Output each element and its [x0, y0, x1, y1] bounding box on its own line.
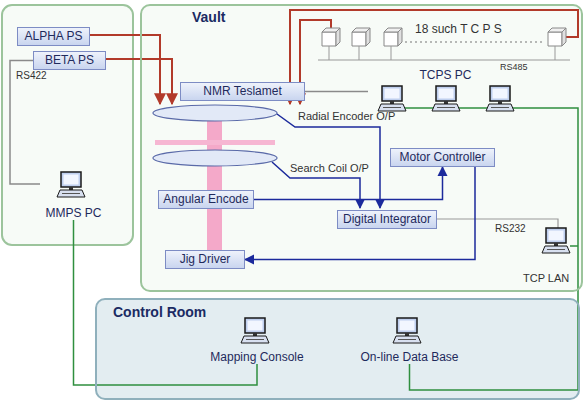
- encoder-box: Angular Encode: [158, 190, 254, 209]
- node-label: Jig Driver: [180, 252, 231, 266]
- power-cables: [90, 10, 578, 104]
- screen: [400, 321, 415, 331]
- region-title: Control Room: [113, 304, 206, 321]
- computer-icon: [378, 86, 406, 111]
- keyboard: [486, 104, 514, 111]
- computer-node: Mapping Console: [205, 316, 309, 364]
- connector: [245, 167, 475, 260]
- integrator-box: Digital Integrator: [337, 210, 437, 229]
- cube-face: [322, 32, 336, 46]
- signal-label: TCP LAN: [523, 272, 569, 285]
- lan-stub: [570, 245, 578, 247]
- vault-region: VaultNMR Teslamet TCPS PC Motor Controller…: [140, 4, 583, 292]
- node-label: Mapping Console: [210, 350, 303, 364]
- keys: [437, 107, 455, 108]
- rs485-bus: [318, 59, 570, 60]
- keyboard: [241, 336, 269, 343]
- node-label: Motor Controller: [399, 150, 485, 164]
- magnet-flange: [155, 140, 275, 145]
- computer-node: MMPS PC: [40, 170, 107, 220]
- bus-drop: [359, 46, 360, 60]
- driver-box: Jig Driver: [165, 250, 245, 269]
- screen: [385, 89, 400, 99]
- keys: [62, 193, 80, 194]
- cube-face: [384, 32, 398, 46]
- magnet-disc: [153, 105, 277, 121]
- computers: [542, 228, 570, 253]
- signal-label: 18 such T C P S: [415, 22, 502, 36]
- node-label: MMPS PC: [45, 206, 101, 220]
- cube-face: [548, 32, 562, 46]
- control-room-ground: [96, 299, 579, 399]
- power-supply-box: BETA PS: [33, 51, 106, 70]
- keyboard: [57, 190, 85, 197]
- node-label: Digital Integrator: [343, 212, 431, 226]
- node-label: NMR Teslamet: [203, 84, 281, 98]
- keys: [547, 249, 565, 250]
- keyboard: [378, 104, 406, 111]
- computer-node: TCPS PC: [368, 68, 523, 116]
- cube-side: [562, 28, 566, 46]
- continuation-dots: [405, 41, 545, 42]
- cube-side: [398, 28, 402, 46]
- screen: [64, 175, 79, 185]
- monitor: [397, 318, 417, 333]
- cube-side: [366, 28, 370, 46]
- instrument-box: NMR Teslamet: [180, 82, 305, 101]
- monitor: [490, 86, 510, 101]
- node-label: On-line Data Base: [360, 350, 458, 364]
- monitor: [245, 318, 265, 333]
- node-label: TCPS PC: [419, 68, 471, 82]
- power-supply-box: ALPHA PS: [17, 27, 90, 46]
- power-cable: [290, 10, 578, 104]
- bus-drop: [555, 46, 556, 60]
- signal-line: [277, 114, 380, 208]
- magnet-pole: [207, 120, 222, 252]
- signal-label: RS485: [500, 62, 528, 73]
- keys: [246, 339, 264, 340]
- keyboard: [432, 104, 460, 111]
- controller-box: Motor Controller: [390, 148, 495, 167]
- keys: [383, 107, 401, 108]
- cube-side: [336, 28, 340, 46]
- monitor: [61, 172, 81, 187]
- screen: [439, 89, 454, 99]
- screen: [549, 231, 564, 241]
- signal-label: RS232: [495, 223, 526, 235]
- computer-icon: [393, 318, 421, 343]
- computer-icon: [486, 86, 514, 111]
- power-supply-panel: [2, 5, 133, 245]
- monitor: [436, 86, 456, 101]
- screen: [493, 89, 508, 99]
- keyboard: [393, 336, 421, 343]
- screen: [248, 321, 263, 331]
- power-cable: [106, 59, 172, 104]
- signal-label: RS422: [16, 70, 47, 82]
- node-label: BETA PS: [45, 53, 94, 67]
- node-label: ALPHA PS: [24, 29, 82, 43]
- bus-drop: [329, 46, 330, 60]
- keyboard: [542, 246, 570, 253]
- vault-ground: [141, 5, 582, 291]
- monitor: [546, 228, 566, 243]
- computer-icon: [241, 318, 269, 343]
- computer-icon: [432, 86, 460, 111]
- magnet-disc: [153, 150, 277, 166]
- connector: [305, 91, 368, 93]
- monitor: [382, 86, 402, 101]
- computer-node: On-line Data Base: [355, 316, 464, 364]
- computer-icon: [542, 228, 570, 253]
- node-label: Angular Encode: [163, 192, 248, 206]
- keys: [398, 339, 416, 340]
- keys: [491, 107, 509, 108]
- signal-label: Radial Encoder O/P: [298, 110, 395, 123]
- region-title: Vault: [192, 9, 225, 26]
- computer-icon: [57, 172, 85, 197]
- bus-drop: [391, 46, 392, 60]
- signal-label: Search Coil O/P: [290, 162, 369, 175]
- control-room-region: Control RoomMapping Console On-line Data …: [95, 298, 580, 400]
- cube-face: [352, 32, 366, 46]
